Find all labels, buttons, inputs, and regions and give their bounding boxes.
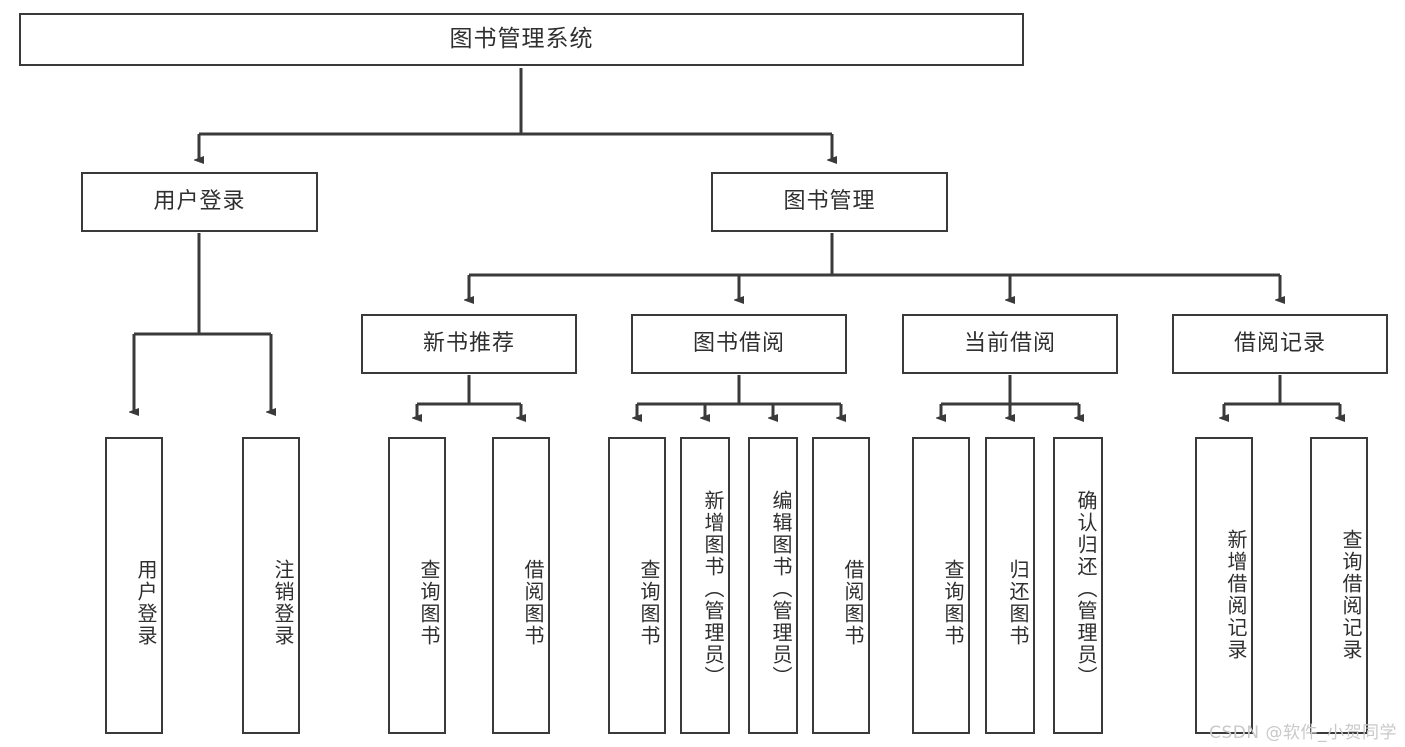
- node-new-book-recommend-label: 新书推荐: [422, 330, 515, 356]
- leaf-book-borrow-borrow[interactable]: 借阅图书: [812, 437, 870, 734]
- leaf-book-borrow-edit[interactable]: 编辑图书（管理员）: [748, 437, 798, 734]
- node-book-management[interactable]: 图书管理: [711, 172, 948, 232]
- node-borrow-record-label: 借阅记录: [1233, 330, 1326, 356]
- leaf-new-book-borrow[interactable]: 借阅图书: [492, 437, 550, 734]
- leaf-label: 注销登录: [271, 558, 295, 647]
- leaf-book-borrow-add[interactable]: 新增图书（管理员）: [680, 437, 730, 734]
- leaf-label: 查询借阅记录: [1339, 528, 1363, 661]
- node-new-book-recommend[interactable]: 新书推荐: [361, 314, 577, 374]
- leaf-user-login-login[interactable]: 用户登录: [105, 437, 163, 734]
- leaf-label: 归还图书: [1006, 558, 1030, 647]
- node-current-borrow[interactable]: 当前借阅: [902, 314, 1118, 374]
- node-root-label: 图书管理系统: [449, 25, 594, 52]
- leaf-label: 用户登录: [134, 558, 158, 647]
- node-user-login[interactable]: 用户登录: [81, 172, 318, 232]
- node-current-borrow-label: 当前借阅: [963, 330, 1056, 356]
- leaf-label: 查询图书: [637, 558, 661, 647]
- node-book-borrow[interactable]: 图书借阅: [631, 314, 847, 374]
- leaf-label: 借阅图书: [841, 558, 865, 647]
- leaf-book-borrow-query[interactable]: 查询图书: [608, 437, 666, 734]
- node-borrow-record[interactable]: 借阅记录: [1172, 314, 1388, 374]
- leaf-new-book-query[interactable]: 查询图书: [388, 437, 446, 734]
- leaf-current-borrow-return[interactable]: 归还图书: [985, 437, 1035, 734]
- leaf-label: 借阅图书: [521, 558, 545, 647]
- leaf-label: 查询图书: [417, 558, 441, 647]
- leaf-label: 确认归还（管理员）: [1074, 489, 1098, 688]
- node-root-system[interactable]: 图书管理系统: [19, 13, 1024, 66]
- node-book-management-label: 图书管理: [783, 188, 876, 214]
- node-book-borrow-label: 图书借阅: [692, 330, 785, 356]
- leaf-borrow-record-add[interactable]: 新增借阅记录: [1195, 437, 1253, 734]
- leaf-current-borrow-confirm[interactable]: 确认归还（管理员）: [1053, 437, 1103, 734]
- node-user-login-label: 用户登录: [153, 188, 246, 214]
- leaf-borrow-record-query[interactable]: 查询借阅记录: [1310, 437, 1368, 734]
- leaf-label: 新增借阅记录: [1224, 528, 1248, 661]
- leaf-user-login-logout[interactable]: 注销登录: [242, 437, 300, 734]
- leaf-label: 新增图书（管理员）: [701, 489, 725, 688]
- csdn-watermark: CSDN @软件_小贺同学: [1209, 723, 1397, 743]
- leaf-current-borrow-query[interactable]: 查询图书: [912, 437, 970, 734]
- leaf-label: 查询图书: [941, 558, 965, 647]
- leaf-label: 编辑图书（管理员）: [769, 489, 793, 688]
